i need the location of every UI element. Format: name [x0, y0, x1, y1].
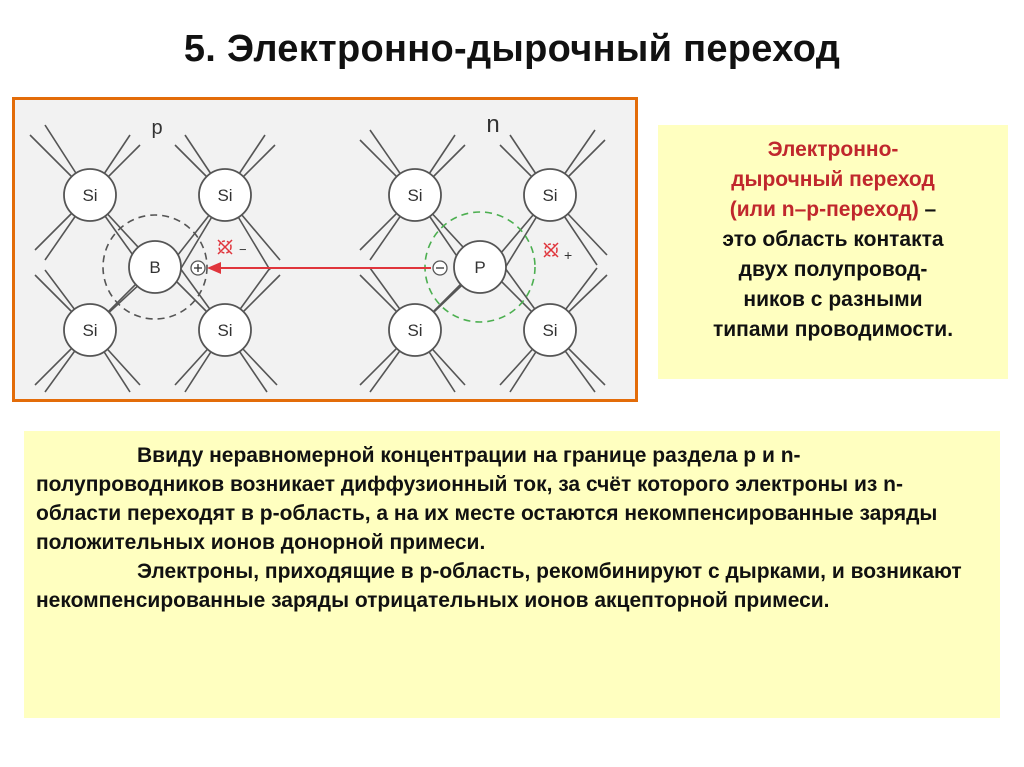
- explanation-box: Ввиду неравномерной концентрации на гран…: [24, 431, 1000, 718]
- si-atom: [523, 303, 577, 357]
- n-region-label: n: [486, 111, 499, 138]
- si-atom: [198, 303, 252, 357]
- definition-term-alt: (или n–p-переход): [729, 198, 919, 221]
- si-atom: [388, 303, 442, 357]
- slide-title: 5. Электронно-дырочный переход: [183, 28, 841, 70]
- boron-atom: [128, 240, 182, 294]
- p-region-label: p: [151, 117, 162, 139]
- crossed-hole-icon: +: [543, 242, 572, 263]
- si-label: Si: [217, 321, 232, 340]
- positive-charge-icon: [190, 260, 206, 276]
- definition-line: двух полупровод-: [738, 258, 928, 281]
- definition-line: это область контакта: [722, 228, 944, 251]
- definition-term-line: Электронно-: [767, 138, 899, 161]
- crossed-electron-icon: −: [217, 239, 247, 257]
- svg-text:−: −: [239, 242, 247, 257]
- si-atom: [63, 168, 117, 222]
- definition-term-line: дырочный переход: [731, 168, 935, 191]
- crystal-lattice-diagram: Si Si Si Si B Si Si Si Si P p n − +: [12, 97, 638, 402]
- si-atom: [63, 303, 117, 357]
- boron-label: B: [149, 258, 160, 277]
- si-atom: [198, 168, 252, 222]
- negative-charge-icon: [432, 260, 448, 276]
- si-label: Si: [82, 321, 97, 340]
- si-label: Si: [542, 321, 557, 340]
- si-label: Si: [407, 321, 422, 340]
- si-atom: [523, 168, 577, 222]
- definition-line: ников с разными: [743, 288, 923, 311]
- explanation-paragraph-1: Ввиду неравномерной концентрации на гран…: [36, 444, 938, 554]
- si-label: Si: [407, 186, 422, 205]
- diffusion-arrow: [207, 262, 431, 274]
- definition-line: типами проводимости.: [712, 318, 954, 341]
- si-atom: [388, 168, 442, 222]
- si-label: Si: [82, 186, 97, 205]
- phosphorus-atom: [453, 240, 507, 294]
- definition-dash: –: [918, 198, 937, 221]
- lattice-svg: Si Si Si Si B Si Si Si Si P p n − +: [29, 111, 608, 393]
- si-label: Si: [217, 186, 232, 205]
- svg-text:+: +: [564, 247, 572, 263]
- definition-box: Электронно- дырочный переход (или n–p-пе…: [658, 125, 1008, 379]
- definition-term-row: (или n–p-переход) –: [658, 195, 1008, 225]
- boron-dashed-circle: [102, 214, 208, 320]
- phosphorus-label: P: [474, 258, 485, 277]
- explanation-paragraph-2: Электроны, приходящие в p-область, реком…: [36, 560, 962, 612]
- si-label: Si: [542, 186, 557, 205]
